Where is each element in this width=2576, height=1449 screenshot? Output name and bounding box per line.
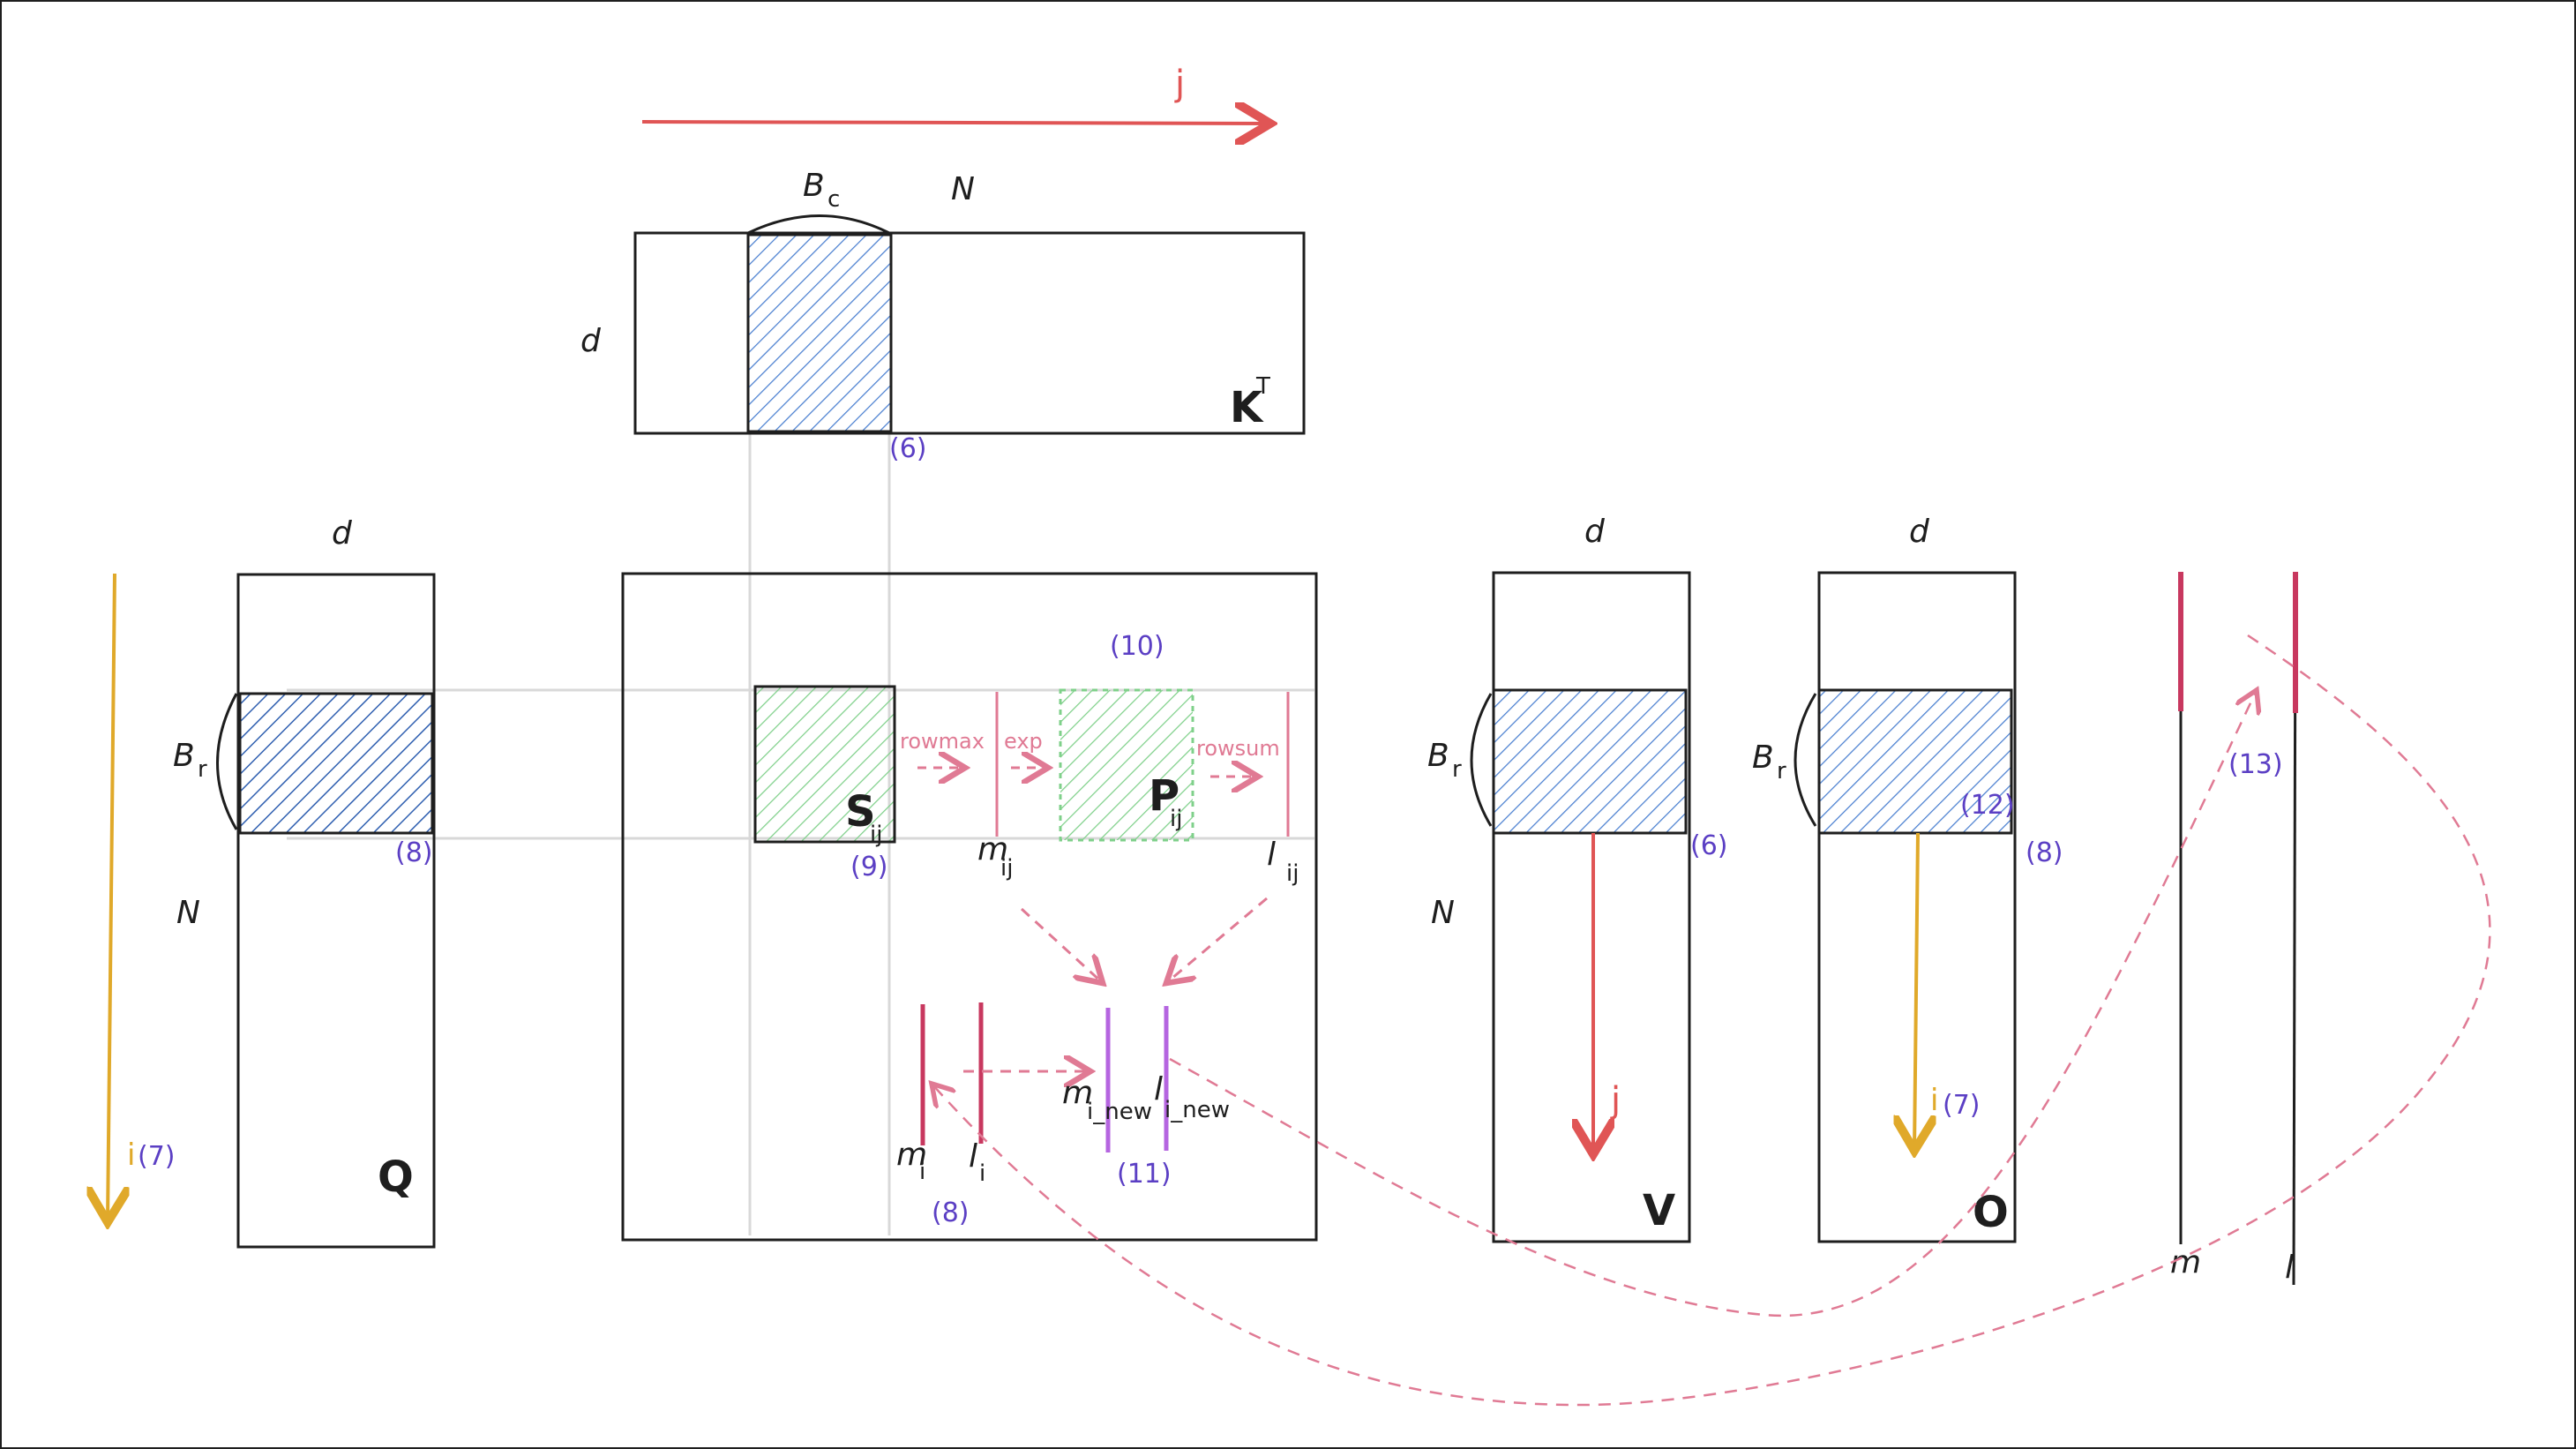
s-label: S: [845, 787, 876, 837]
step-6-kt: (6): [889, 433, 927, 464]
p-block: [1059, 688, 1194, 842]
d-label-q: d: [332, 515, 353, 552]
s-matrix: [621, 572, 1318, 1242]
li-new-sub: i_new: [1164, 1097, 1230, 1123]
v-block: [1492, 688, 1688, 835]
mi-label: m: [896, 1137, 927, 1173]
step-11: (11): [1117, 1159, 1172, 1190]
i-direction-arrow-left: [108, 573, 115, 1222]
l-ij-label: l: [1267, 837, 1276, 873]
br-sub-o: r: [1777, 758, 1786, 785]
li-sub: i: [979, 1160, 985, 1187]
l-ij-to-new-arrow: [1166, 897, 1268, 983]
step-8-q: (8): [395, 837, 433, 868]
br-label-v: B: [1427, 738, 1449, 774]
mi-sub: i: [919, 1159, 925, 1185]
i-label-left: i: [127, 1137, 135, 1173]
br-label-q: B: [173, 738, 195, 774]
n-label-v: N: [1431, 895, 1455, 931]
m-ij-to-new-arrow: [1020, 907, 1103, 983]
br-brace-q: [216, 693, 238, 830]
s-block: [753, 685, 896, 844]
write-back-curve-inner: [1169, 690, 2257, 1318]
s-sub: ij: [870, 822, 882, 848]
q-matrix: [236, 573, 436, 1249]
m-ij-sub: ij: [1000, 855, 1013, 882]
kt-sup: T: [1255, 373, 1270, 400]
j-label-v: j: [1610, 1080, 1621, 1121]
step-8-s: (8): [932, 1197, 970, 1228]
kt-matrix: [633, 231, 1306, 435]
d-label-v: d: [1584, 514, 1606, 550]
v-label: V: [1643, 1186, 1675, 1235]
step-13: (13): [2228, 749, 2283, 780]
br-sub-q: r: [198, 756, 207, 783]
l-vector-label: l: [2285, 1250, 2294, 1286]
p-label: P: [1149, 771, 1179, 821]
mi-new-sub: i_new: [1087, 1099, 1152, 1125]
read-back-curve-outer: [932, 634, 2491, 1407]
q-block: [238, 692, 434, 835]
q-label: Q: [378, 1152, 414, 1202]
rowsum-op: rowsum: [1196, 736, 1280, 761]
n-label-top: N: [951, 171, 975, 207]
o-matrix: [1817, 571, 2017, 1243]
i-direction-arrow-o: [1914, 832, 1918, 1151]
m-ij-label: m: [977, 831, 1008, 867]
o-block: [1817, 688, 2013, 835]
bc-label: B: [803, 168, 825, 204]
br-sub-v: r: [1452, 756, 1462, 783]
mi-new-label: m: [1062, 1075, 1093, 1111]
br-label-o: B: [1752, 740, 1774, 776]
exp-op: exp: [1004, 729, 1043, 754]
li-label: l: [969, 1138, 977, 1175]
v-matrix: [1492, 571, 1691, 1243]
d-label-kt: d: [580, 323, 602, 359]
i-step-left: (7): [138, 1141, 176, 1172]
step-9: (9): [850, 852, 888, 882]
kt-label: K: [1230, 383, 1264, 432]
step-6-v: (6): [1690, 830, 1728, 861]
i-step-o: (7): [1943, 1090, 1981, 1121]
n-label-q: N: [176, 895, 200, 931]
br-brace-v: [1470, 693, 1493, 827]
li-new-label: l: [1154, 1071, 1163, 1107]
bc-sub: c: [827, 186, 840, 213]
br-brace-o: [1793, 693, 1817, 827]
l-ij-sub: ij: [1286, 860, 1299, 887]
kt-block: [746, 233, 893, 433]
step-12: (12): [1960, 790, 2015, 821]
o-label: O: [1973, 1188, 2009, 1237]
j-direction-arrow-top: [641, 122, 1270, 124]
d-label-o: d: [1909, 514, 1930, 550]
bc-brace: [747, 214, 890, 235]
p-sub: ij: [1170, 806, 1182, 832]
step-8-o: (8): [2026, 837, 2063, 868]
j-label-top: j: [1174, 64, 1185, 104]
i-label-o: i: [1930, 1083, 1938, 1118]
rowmax-op: rowmax: [900, 729, 985, 754]
step-10: (10): [1110, 631, 1164, 662]
